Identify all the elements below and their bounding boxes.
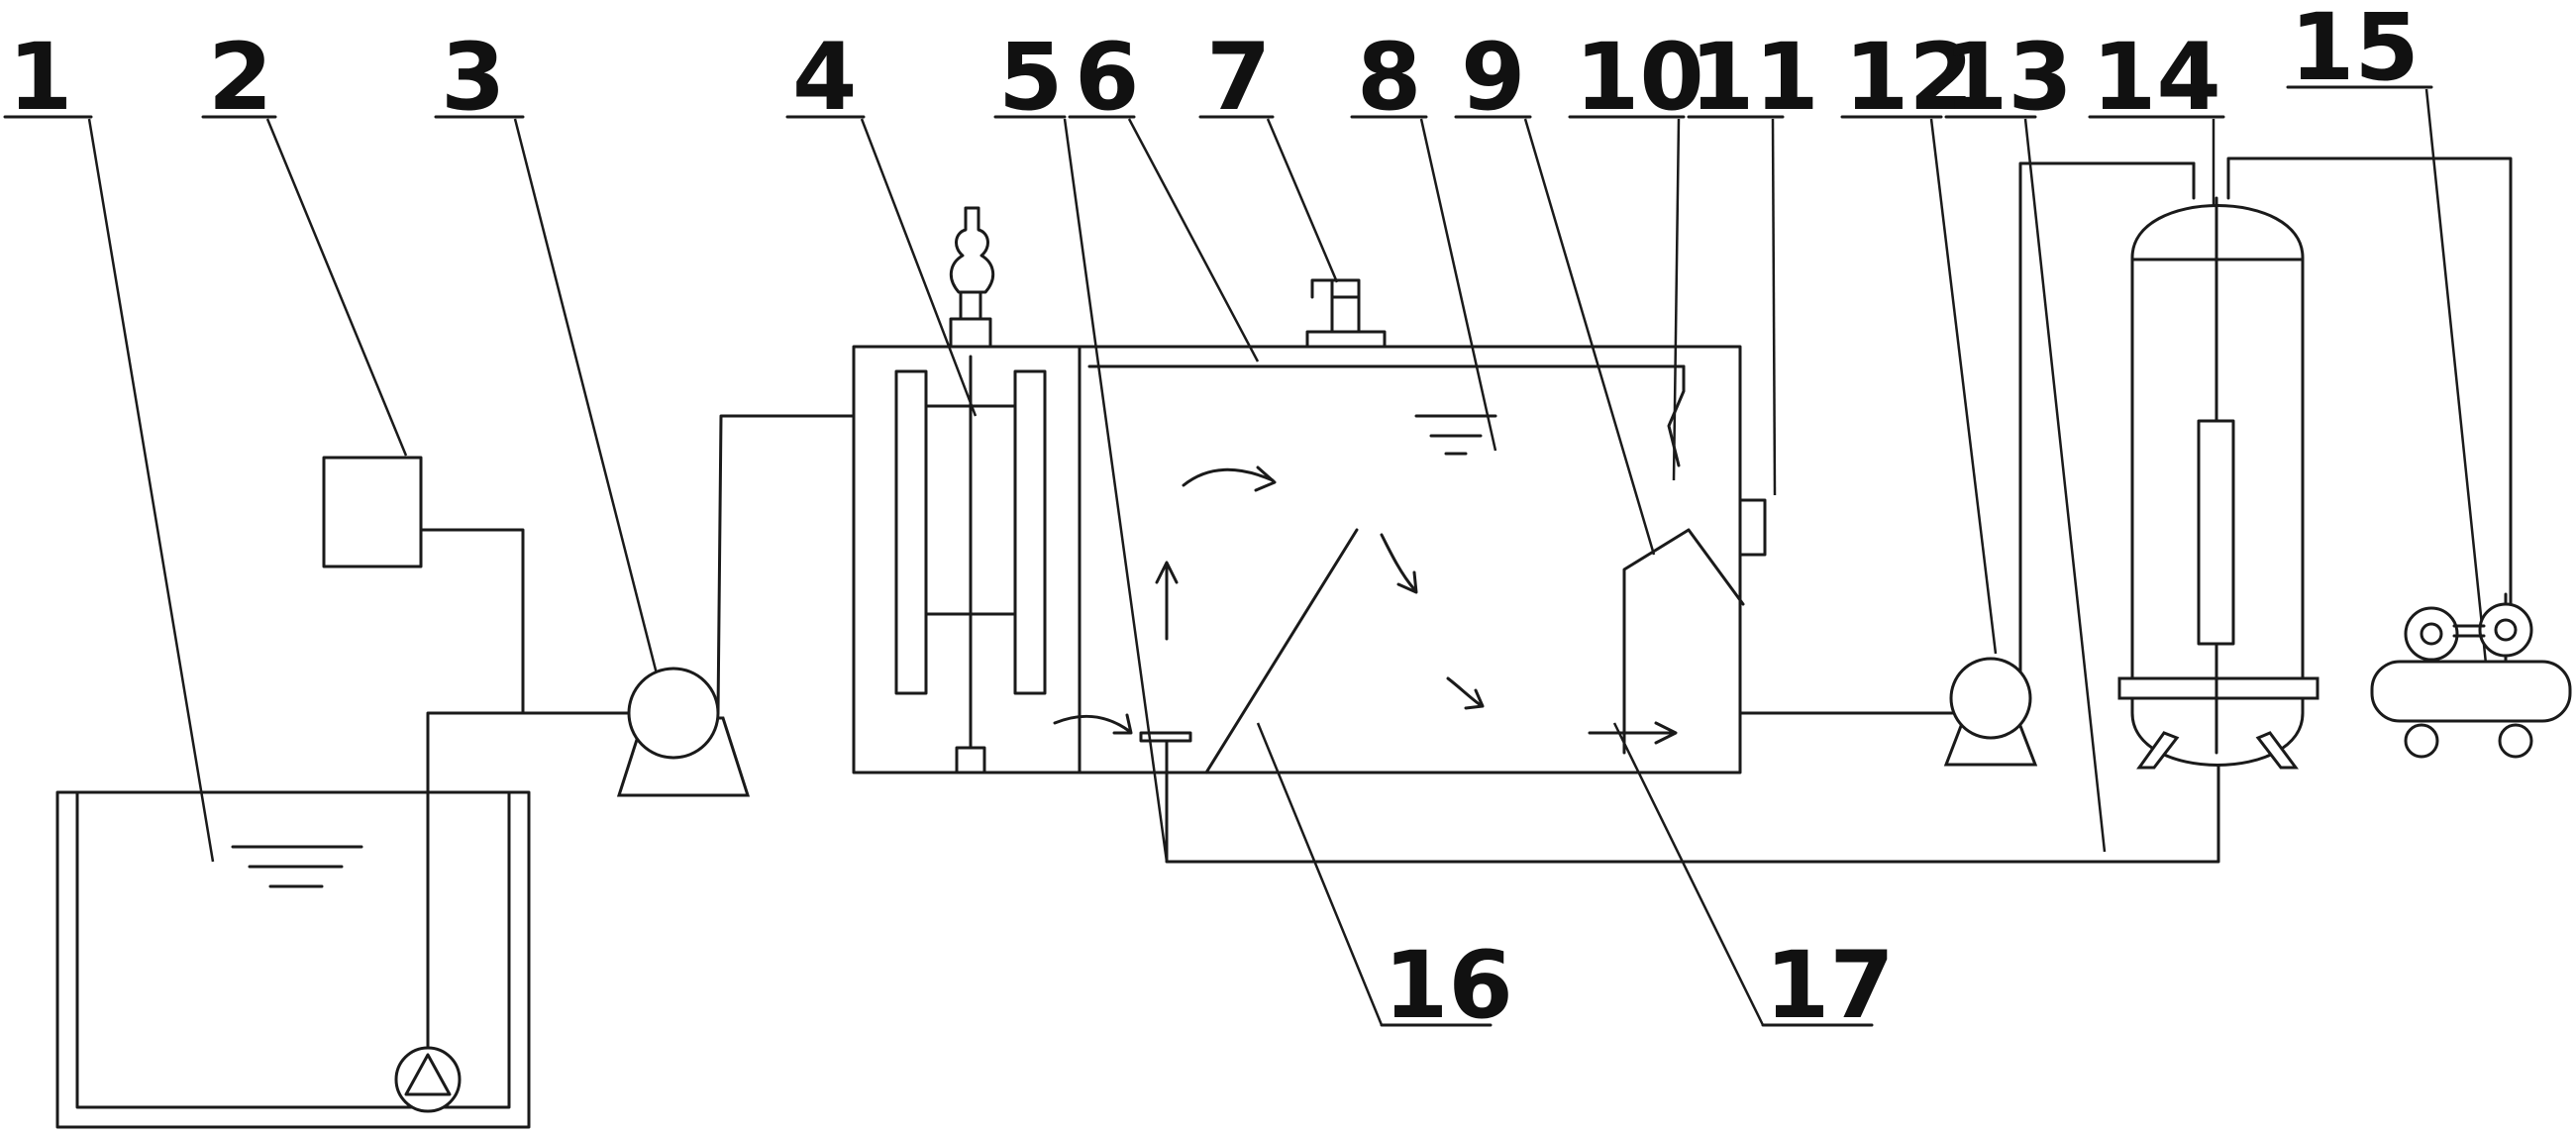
- part-labels: 1 2 3 4 5 6 7 8 9 10 11 12 13 14 15 16 1…: [8, 0, 2420, 1040]
- label-6: 6: [1075, 24, 1139, 132]
- pipes-left: [419, 414, 856, 1050]
- label-3: 3: [441, 24, 505, 132]
- label-15: 15: [2290, 0, 2420, 102]
- raw-water-tank: [55, 790, 531, 1129]
- label-7: 7: [1206, 24, 1271, 132]
- label-8: 8: [1357, 24, 1421, 132]
- label-2: 2: [208, 24, 272, 132]
- label-1: 1: [8, 24, 72, 132]
- top-vent-fitting: [1305, 278, 1387, 349]
- electrode-assembly: [894, 206, 1047, 774]
- label-underlines: [3, 85, 2433, 1027]
- submersible-pump-icon: [394, 1046, 462, 1113]
- side-outlet-fitting: [1738, 498, 1767, 557]
- leader-lines: [87, 88, 2488, 1026]
- pipes-right: [1165, 156, 2513, 864]
- dissolved-air-vessel: [2117, 196, 2319, 770]
- control-box: [322, 456, 423, 568]
- label-13: 13: [1943, 24, 2073, 132]
- label-12: 12: [1844, 24, 1974, 132]
- label-11: 11: [1690, 24, 1819, 132]
- label-4: 4: [792, 24, 857, 132]
- feed-pump-icon: [616, 667, 751, 797]
- flow-arrows: [1053, 465, 1678, 745]
- label-14: 14: [2092, 24, 2221, 132]
- recycle-pump-icon: [1943, 657, 2038, 767]
- reactor-internals: [1139, 364, 1745, 774]
- label-17: 17: [1765, 932, 1895, 1040]
- reactor-vessel: [852, 345, 1742, 774]
- label-16: 16: [1384, 932, 1513, 1040]
- label-10: 10: [1575, 24, 1704, 132]
- label-5: 5: [998, 24, 1063, 132]
- label-9: 9: [1461, 24, 1525, 132]
- air-compressor-icon: [2370, 592, 2572, 759]
